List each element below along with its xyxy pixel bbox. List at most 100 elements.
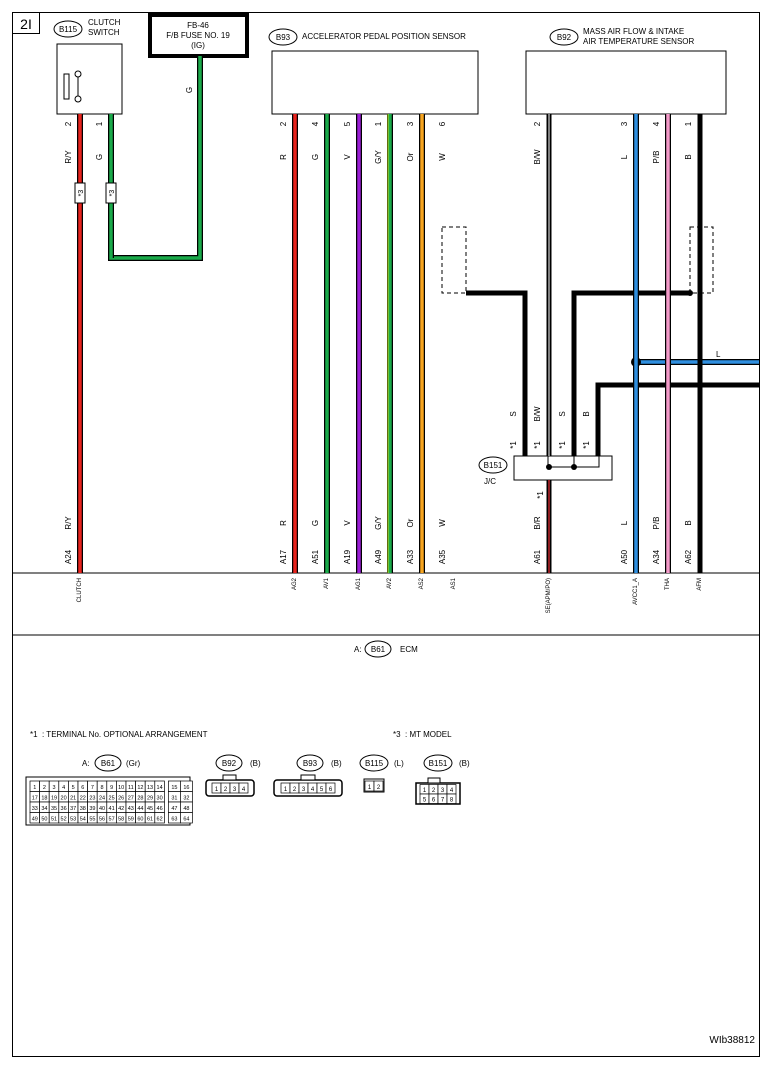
legend-b61-pin: 34 [41,806,47,812]
legend-b61-pin: 21 [70,796,76,802]
legend-b151-color: (B) [459,759,470,768]
wire-maf-3-color: L [620,154,629,159]
note-3-mark: *3 [393,730,401,739]
wire-app-4-pin: 4 [311,121,320,126]
legend-b61-pin: 58 [118,817,124,823]
wire-group: 2R/YR/YA24CLUTCH*31G*32RRA17AG24GGA51AV1… [64,114,703,613]
app-sensor-badge [268,28,298,46]
wire-app-5-signal: AG1 [356,577,362,590]
legend-b61-pin: 22 [80,796,86,802]
jc-wire-s2 [571,290,690,456]
legend-b93-pin: 1 [284,787,288,793]
legend-b61-pin: 61 [147,817,153,823]
legend-b61-color: (Gr) [126,759,141,768]
legend-b92-pin: 2 [224,787,228,793]
legend-b61-prefix: A: [82,759,90,768]
legend-b61-pin: 35 [51,806,57,812]
legend-b61-pin: 42 [118,806,124,812]
ecm-badge-text: B61 [371,645,386,654]
legend-b61-pin: 47 [171,806,177,812]
legend-b93-pin: 2 [293,787,297,793]
jc-harness [441,226,759,456]
jc-wire-3-code: S [558,411,567,416]
wire-maf-1-color: B [684,154,693,159]
app-sensor-badge-text: B93 [276,33,291,42]
wire-app-1-ecm-pin: A49 [374,549,383,564]
legend-b61-pin: 53 [70,817,76,823]
legend-b61-pin: 7 [91,785,94,791]
wire-maf-4-pin: 4 [652,121,661,126]
legend-b93-pin: 6 [329,787,333,793]
legend-b92-pin: 4 [242,787,246,793]
wire-maf-4-ecm-pin: A34 [652,549,661,564]
wire-app-6-ecm-pin: A35 [438,549,447,564]
wire-app-2-signal: AG2 [292,577,298,590]
legend-b61-pin: 56 [99,817,105,823]
legend-b61-pin: 54 [80,817,86,823]
legend-b61-pin: 63 [171,817,177,823]
wire-fuse-to-clutch-inner [109,56,202,260]
shield-box-left [441,226,467,294]
legend-b61-badge-text: B61 [101,759,116,768]
legend-b61-pin: 24 [99,796,105,802]
wire-maf-1-signal: AFM [697,578,703,591]
legend-b61-pin: 62 [157,817,163,823]
legend-b61-pin: 59 [128,817,134,823]
clutch-switch-contact-top [74,70,82,78]
wire-fuse-to-clutch-outer [108,56,203,261]
legend-b61-pin: 28 [137,796,143,802]
legend-b61-pin: 52 [61,817,67,823]
wire-app-5-ecm-color: V [343,520,352,526]
wire-app-3-pin: 3 [406,121,415,126]
wire-app-6-pin: 6 [438,121,447,126]
legend-b115-cell [373,780,384,792]
legend-b61-cell [154,812,165,824]
legend-b151-pin: 2 [432,788,436,794]
legend-b61-pin: 15 [171,785,177,791]
jc-label: J/C [484,477,496,486]
legend-b93-latch [300,774,316,781]
legend-b61-pin: 29 [147,796,153,802]
legend-b115-color: (L) [394,759,404,768]
legend-b61-pin: 43 [128,806,134,812]
wire-clutch-2-pin: 2 [64,121,73,126]
legend-b92-badge [215,754,243,772]
legend-b151-cell [446,793,457,804]
legend-b92-color: (B) [250,759,261,768]
wire-clutch-1-tag-box [105,182,117,204]
legend-b61-pin: 31 [171,796,177,802]
legend-b61-pin: 25 [109,796,115,802]
wire-app-5-pin: 5 [343,121,352,126]
jc-wire-s1 [466,290,528,456]
maf-sensor-title-1: MASS AIR FLOW & INTAKE [583,27,684,36]
legend-b61-pin: 57 [109,817,115,823]
wire-app-4-ecm-color: G [311,520,320,526]
legend-b92-cell [238,782,249,794]
wire-app-4-signal: AV1 [324,577,330,589]
legend-b151-pin: 5 [423,798,427,804]
legend-b61-pin: 3 [52,785,55,791]
wire-maf-1-pin: 1 [684,121,693,126]
fuse-label-3: (IG) [191,41,205,50]
note-3-text: : MT MODEL [405,730,452,739]
wire-maf-1-ecm-color: B [684,520,693,525]
wire-maf-4-ecm-color: P/B [652,517,661,530]
legend-b61-pin: 1 [33,785,36,791]
legend-b92-pin: 3 [233,787,237,793]
fuse-label-1: FB-46 [187,21,209,30]
legend-b151-pin: 8 [450,798,454,804]
legend-b61-pin: 33 [32,806,38,812]
jc-badge [478,456,508,474]
jc-badge-text: B151 [484,461,503,470]
legend-b151-latch [427,777,441,784]
fuse-wire-color: G [185,87,194,93]
legend-b61-pin: 41 [109,806,115,812]
clutch-switch-title-1: CLUTCH [88,18,121,27]
legend-b61-pin: 10 [118,785,124,791]
wire-clutch-2-ecm-pin: A24 [64,549,73,564]
jc-wire-3-tag: *1 [558,441,567,449]
maf-sensor-badge [549,28,579,46]
wire-app-4-color: G [311,154,320,160]
clutch-switch-badge [53,20,83,38]
fuse-label-2: F/B FUSE NO. 19 [166,31,230,40]
